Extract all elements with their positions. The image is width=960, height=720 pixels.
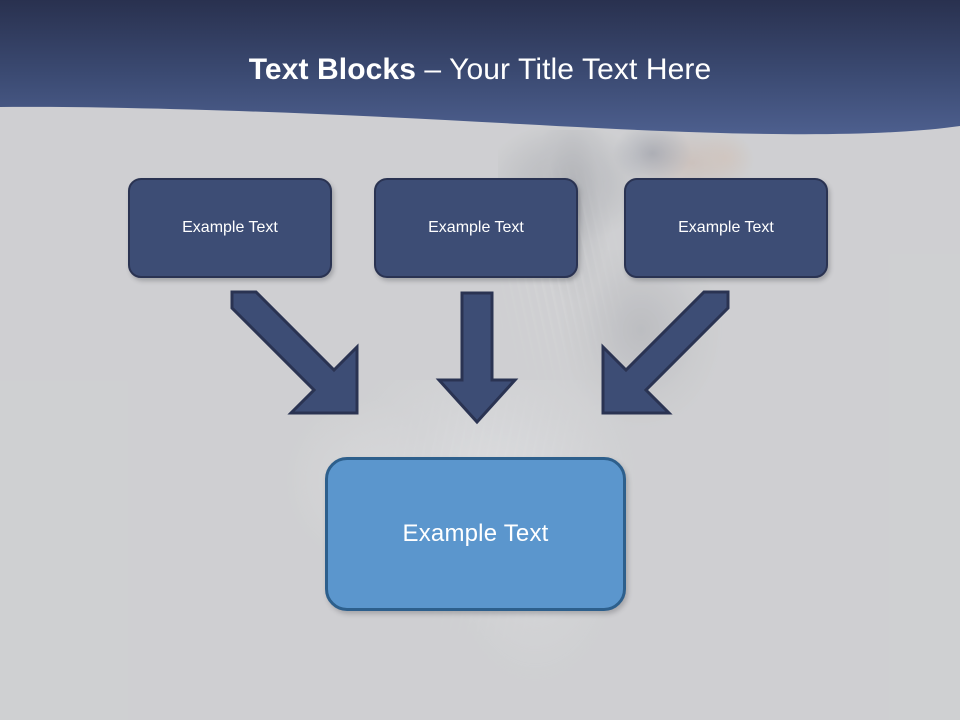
page-title-strong: Text Blocks (248, 53, 416, 86)
top-text-box-1-label: Example Text (182, 219, 278, 236)
header-band (0, 0, 960, 140)
page-title: Text Blocks – Your Title Text Here (0, 53, 960, 87)
top-text-box-3-label: Example Text (678, 219, 774, 236)
bottom-text-box-label: Example Text (402, 520, 549, 547)
page-title-rest: – Your Title Text Here (416, 53, 712, 86)
top-text-box-2-label: Example Text (428, 219, 524, 236)
top-text-box-1[interactable]: Example Text (128, 178, 332, 278)
bottom-text-box[interactable]: Example Text (325, 457, 626, 611)
top-text-box-2[interactable]: Example Text (374, 178, 578, 278)
top-text-box-3[interactable]: Example Text (624, 178, 828, 278)
